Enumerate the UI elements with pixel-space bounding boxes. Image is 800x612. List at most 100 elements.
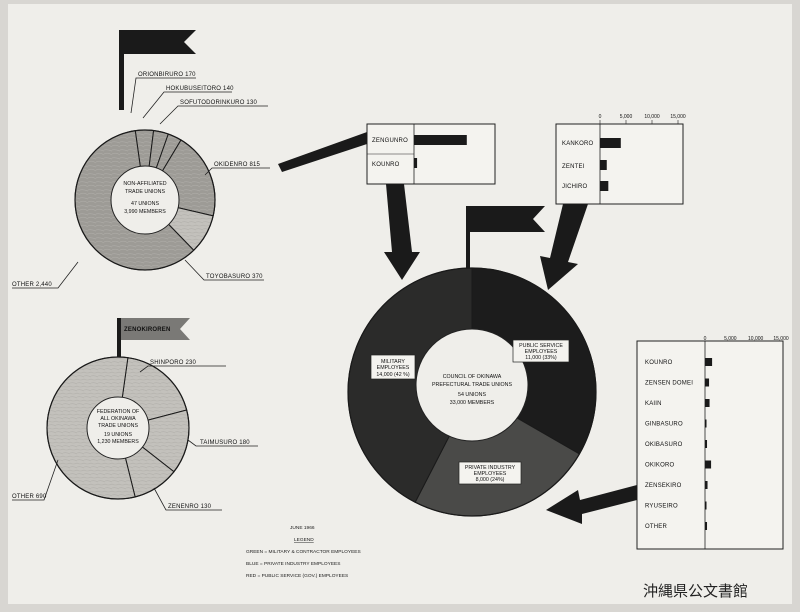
slice-label: TOYOBASURO 370: [206, 274, 263, 280]
center-line: 1,230 MEMBERS: [97, 439, 139, 445]
flag-pole: [119, 30, 124, 110]
archive-watermark: 沖縄県公文書館: [643, 582, 748, 600]
bar: [705, 522, 708, 530]
bar-category: OKIKORO: [645, 463, 675, 469]
pie-outline: [46, 356, 190, 500]
leader-line: [204, 167, 270, 176]
bar-category: KOUNRO: [645, 360, 673, 366]
bar: [705, 378, 710, 387]
slice-label: PUBLIC SERVICE: [519, 343, 563, 349]
bar: [600, 138, 621, 148]
slice-label: OKIDENRO 815: [214, 162, 261, 168]
flag-icon: [121, 318, 190, 340]
tick-label: 0: [599, 114, 602, 120]
pie-center: [415, 328, 529, 442]
pie-outline: [347, 267, 597, 517]
center-line: 3,990 MEMBERS: [124, 209, 166, 215]
bar-category: ZENSEKIRO: [645, 483, 682, 489]
bar-box: [636, 340, 784, 550]
bar-category: KOUNRO: [372, 162, 400, 168]
bar-category: RYUSEIRO: [645, 504, 678, 510]
center-line: 19 UNIONS: [104, 432, 132, 438]
slice-label: 11,000 (33%): [525, 355, 557, 361]
arrow-down: [540, 204, 588, 290]
bar-category: KAIIN: [645, 401, 662, 407]
bar: [705, 440, 708, 448]
center-line: NON-AFFILIATED: [123, 181, 166, 187]
tick-label: 10,000: [644, 114, 660, 120]
slice-label: SHINPORO 230: [150, 360, 197, 366]
leader-line: [159, 105, 268, 125]
leader-line: [153, 487, 222, 511]
slice-label: ORIONBIRURO 170: [138, 72, 196, 78]
bar: [414, 135, 467, 145]
bar-category: KANKORO: [562, 141, 594, 147]
non-affiliated-pie: NON-AFFILIATED TRADE UNIONS 47 UNIONS 3,…: [12, 30, 270, 289]
pie-outline: [74, 129, 216, 271]
leader-line: [142, 91, 232, 119]
slice-label: OTHER 2,440: [12, 282, 52, 288]
leader-line: [130, 77, 196, 114]
legend-line: BLUE = PRIVATE INDUSTRY EMPLOYEES: [246, 561, 340, 567]
arrow-down: [384, 184, 420, 280]
tick-label: 15,000: [773, 336, 789, 342]
center-line: 47 UNIONS: [131, 201, 159, 207]
legend-line: GREEN = MILITARY & CONTRACTOR EMPLOYEES: [246, 549, 361, 555]
center-line: COUNCIL OF OKINAWA: [443, 374, 502, 380]
slice-label: TAIMUSURO 180: [200, 440, 250, 446]
slice-label: ZENENRO 130: [168, 504, 212, 510]
flag-label: ZENOKIROREN: [124, 327, 171, 333]
slice-label: EMPLOYEES: [525, 349, 558, 355]
bar-category: JICHIRO: [562, 184, 588, 190]
center-line: TRADE UNIONS: [98, 423, 138, 429]
leader-line: [139, 365, 226, 373]
pie-center: [110, 165, 180, 235]
bar-category: OTHER: [645, 524, 667, 530]
bar-category: ZENSEN DOMEI: [645, 381, 693, 387]
pie-center: [86, 396, 150, 460]
bar: [705, 481, 708, 489]
slice-label-box: [512, 339, 570, 363]
bar: [600, 181, 609, 191]
bar-category: ZENTEI: [562, 164, 585, 170]
center-line: TRADE UNIONS: [125, 189, 165, 195]
council-pie: COUNCIL OF OKINAWA PREFECTURAL TRADE UNI…: [347, 206, 597, 517]
slice-label: EMPLOYEES: [474, 471, 507, 477]
slice-label: 8,000 (24%): [476, 477, 505, 483]
center-line: 33,000 MEMBERS: [450, 400, 495, 406]
flag-icon: [470, 206, 545, 232]
bar-category: GINBASURO: [645, 422, 683, 428]
legend-date: JUNE 1966: [290, 525, 315, 531]
flag-pole: [117, 318, 121, 358]
center-line: ALL OKINAWA: [100, 416, 136, 422]
bar: [705, 501, 707, 510]
bar: [705, 419, 707, 428]
bar-category: OKIBASURO: [645, 442, 683, 448]
legend-line: RED = PUBLIC SERVICE (GOV.) EMPLOYEES: [246, 573, 348, 579]
slice-label: 14,000 (42 %): [376, 372, 410, 378]
tick-label: 10,000: [748, 336, 764, 342]
slice-label: MILITARY: [381, 359, 405, 365]
bar: [705, 358, 713, 366]
bar: [705, 460, 712, 469]
tick-label: 5,000: [620, 114, 633, 120]
slice-label: PRIVATE INDUSTRY: [465, 465, 516, 471]
bar-category: ZENGUNRO: [372, 138, 408, 144]
leader-line: [187, 439, 258, 447]
center-line: FEDERATION OF: [97, 409, 140, 415]
tick-label: 0: [704, 336, 707, 342]
bar: [600, 160, 607, 170]
center-line: 54 UNIONS: [458, 392, 486, 398]
slice-label-box: [458, 461, 522, 485]
leader-line: [12, 459, 59, 501]
military-bar-chart: ZENGUNRO KOUNRO: [278, 123, 496, 280]
slice-label: OTHER 690: [12, 494, 47, 500]
federation-pie: ZENOKIROREN FEDERATION OF ALL OKINAWA TR…: [12, 318, 258, 511]
arrow-left: [546, 485, 637, 524]
slice-label: EMPLOYEES: [377, 365, 410, 371]
leader-line: [184, 259, 264, 281]
connector-band: [278, 132, 367, 172]
